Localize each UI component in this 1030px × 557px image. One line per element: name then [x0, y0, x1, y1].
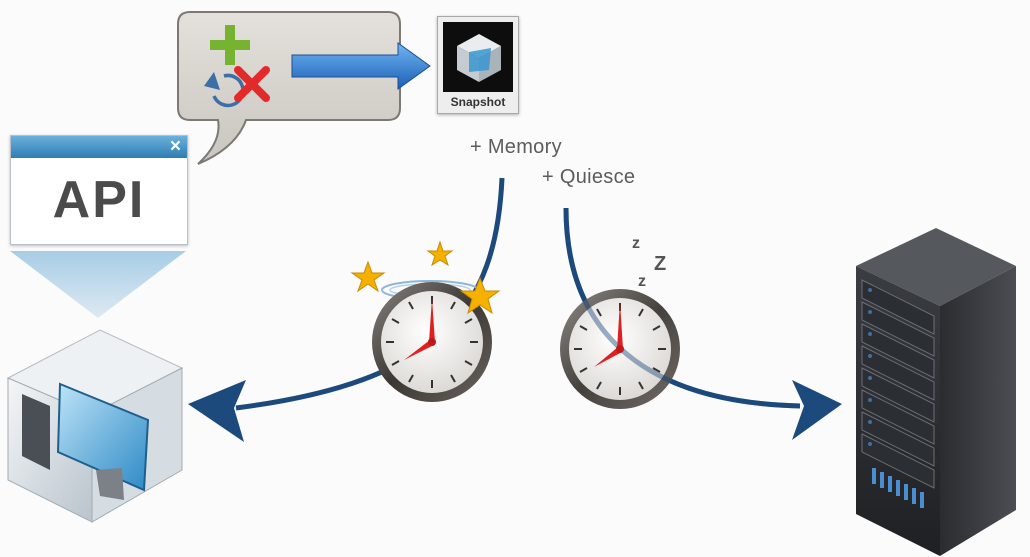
server-rack-icon — [856, 228, 1016, 556]
sleeping-clock-icon — [560, 207, 801, 409]
blue-right-arrow — [291, 42, 431, 90]
star-icon — [459, 276, 501, 315]
sleep-z-2: Z — [654, 253, 666, 275]
snapshot-card: Snapshot — [437, 16, 519, 114]
snapshot-icon — [443, 22, 513, 92]
api-window: × API — [10, 135, 188, 245]
sleep-z-3: z — [638, 273, 646, 290]
clock-with-stars-icon — [350, 240, 501, 402]
memory-option-label: + Memory — [470, 136, 562, 158]
plus-icon — [210, 25, 250, 65]
api-window-titlebar: × — [11, 136, 187, 158]
virtual-machine-icon — [6, 329, 184, 523]
api-beam — [10, 251, 186, 318]
snapshot-actions-bubble — [177, 11, 401, 165]
quiesce-option-label: + Quiesce — [542, 166, 636, 188]
sleep-z-1: z — [632, 235, 640, 252]
api-label: API — [52, 171, 146, 229]
star-icon — [426, 240, 454, 267]
snapshot-label: Snapshot — [450, 95, 506, 109]
star-icon — [350, 260, 386, 293]
delete-x-icon — [234, 66, 270, 102]
close-icon: × — [169, 136, 181, 157]
